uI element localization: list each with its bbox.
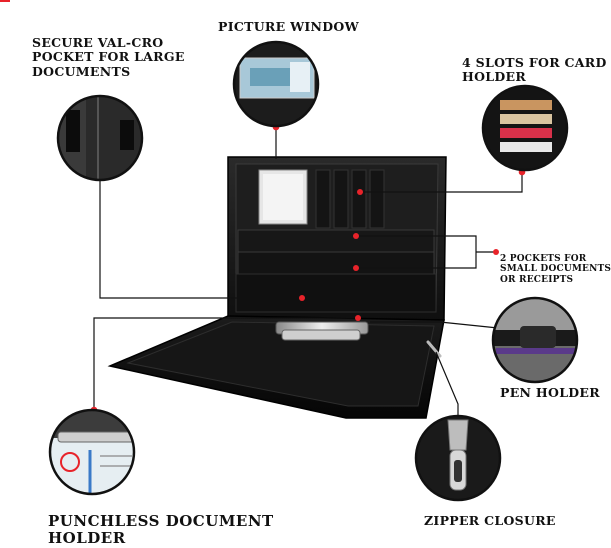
small-pockets-label: 2 POCKETS FOR SMALL DOCUMENTS OR RECEIPT… xyxy=(500,254,611,285)
card-slots-detail-image xyxy=(481,84,569,172)
secure-pocket-line-1: SECURE VAL-CRO xyxy=(32,35,164,50)
portfolio-upper-panel xyxy=(227,156,447,321)
punchless-holder-label: PUNCHLESS DOCUMENT HOLDER xyxy=(48,512,274,548)
card-slots-line-2: HOLDER xyxy=(462,69,527,85)
pen-holder-detail-image xyxy=(491,296,579,384)
velcro-pocket-detail-image xyxy=(56,94,144,182)
punchless-holder-line-2: HOLDER xyxy=(48,529,126,548)
small-pockets-line-1: 2 POCKETS FOR xyxy=(500,254,587,264)
secure-pocket-line-3: DOCUMENTS xyxy=(32,63,131,79)
punchless-holder-line-1: PUNCHLESS DOCUMENT xyxy=(48,512,274,530)
pen-holder-line-1: PEN HOLDER xyxy=(500,385,600,400)
corner-mark xyxy=(0,0,10,2)
zipper-closure-label: ZIPPER CLOSURE xyxy=(424,513,556,528)
picture-window-detail-image xyxy=(232,40,320,128)
small-pockets-line-3: OR RECEIPTS xyxy=(500,274,574,285)
zipper-closure-line-1: ZIPPER CLOSURE xyxy=(424,513,556,528)
secure-pocket-label: SECURE VAL-CRO POCKET FOR LARGE DOCUMENT… xyxy=(32,35,185,79)
small-pockets-line-2: SMALL DOCUMENTS xyxy=(500,264,611,275)
secure-pocket-line-2: POCKET FOR LARGE xyxy=(32,49,185,65)
leader-lines xyxy=(93,126,523,418)
picture-window-line-1: PICTURE WINDOW xyxy=(218,19,359,34)
picture-window-label: PICTURE WINDOW xyxy=(218,19,359,34)
zipper-detail-image xyxy=(414,414,502,502)
pen-holder-label: PEN HOLDER xyxy=(500,385,600,400)
punchless-holder-detail-image xyxy=(48,408,136,496)
card-slots-line-1: 4 SLOTS FOR CARD xyxy=(462,55,607,70)
card-slots-label: 4 SLOTS FOR CARD HOLDER xyxy=(462,55,607,85)
portfolio-lower-panel xyxy=(107,315,445,419)
